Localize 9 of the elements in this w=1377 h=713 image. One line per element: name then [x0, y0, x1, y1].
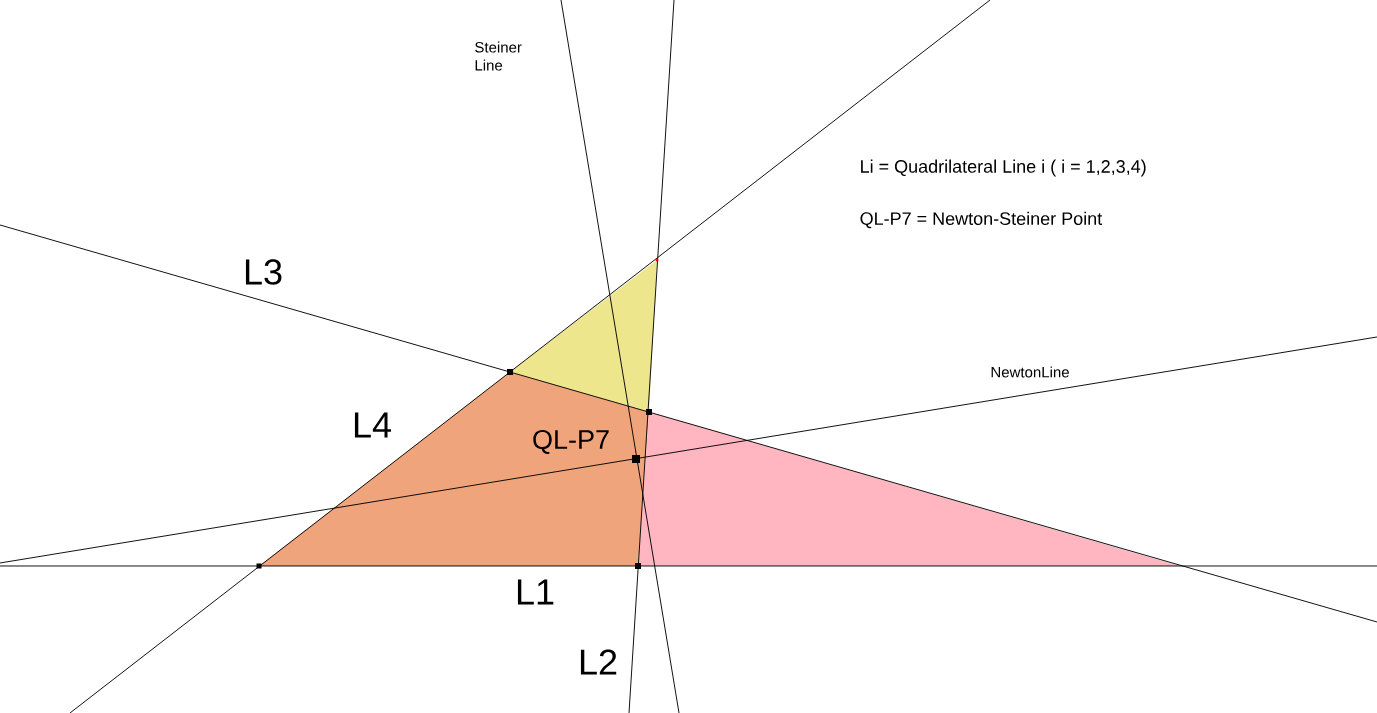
line-label: Steiner Line: [475, 41, 522, 71]
line-label: L4: [354, 412, 391, 438]
line-label: L3: [245, 259, 282, 285]
point-label: QL-P7: [533, 430, 609, 454]
note-text: QL-P7 = Newton-Steiner Point: [860, 211, 1103, 229]
note-text: Li = Quadrilateral Line i ( i = 1,2,3,4): [861, 159, 1146, 177]
line-label: L2: [580, 649, 617, 675]
line-label: L1: [517, 579, 554, 605]
line-label: NewtonLine: [991, 366, 1069, 378]
